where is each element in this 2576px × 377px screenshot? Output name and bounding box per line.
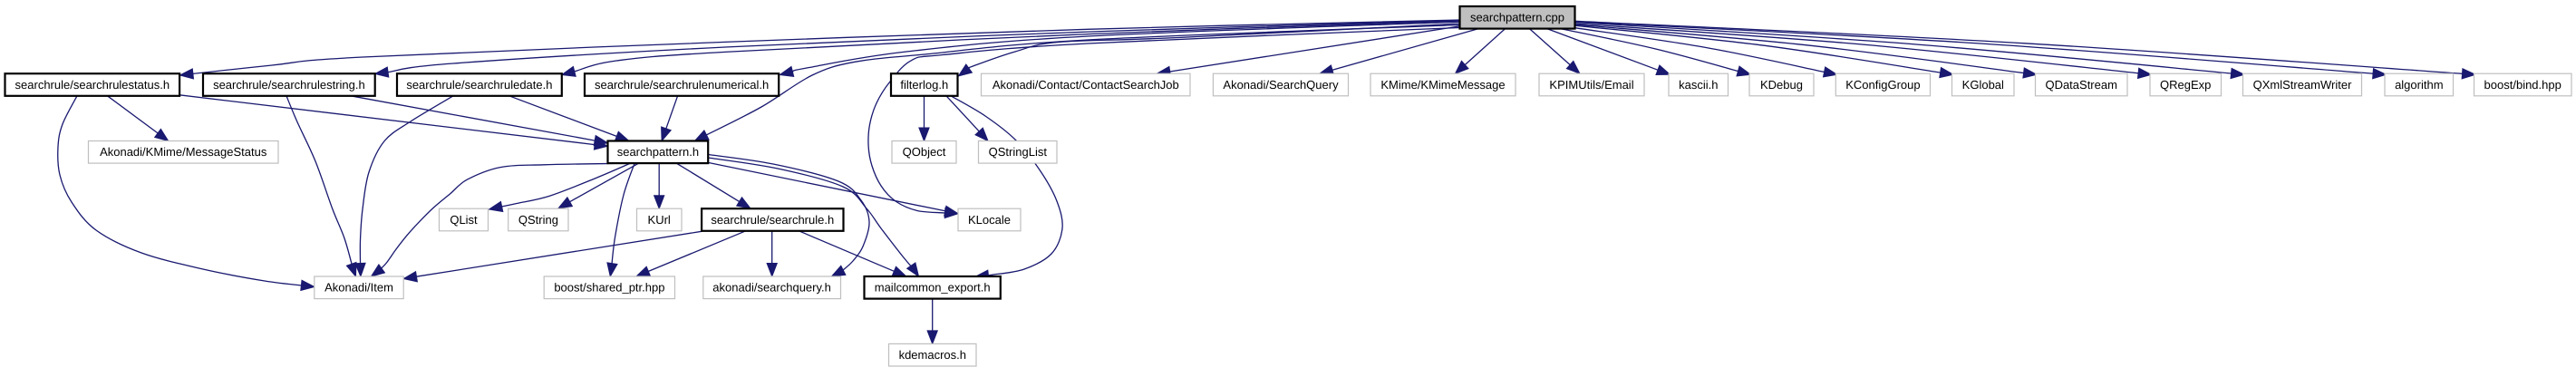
svg-text:QStringList: QStringList [989,145,1048,159]
svg-text:boost/bind.hpp: boost/bind.hpp [2484,78,2561,92]
svg-text:Akonadi/Item: Akonadi/Item [324,281,393,295]
svg-text:QList: QList [450,213,478,227]
svg-text:searchrule/searchruledate.h: searchrule/searchruledate.h [406,78,552,92]
svg-text:KConfigGroup: KConfigGroup [1845,78,1920,92]
svg-text:searchrule/searchrulestatus.h: searchrule/searchrulestatus.h [15,78,170,92]
svg-text:mailcommon_export.h: mailcommon_export.h [875,281,991,295]
svg-text:KUrl: KUrl [648,213,671,227]
svg-text:KMime/KMimeMessage: KMime/KMimeMessage [1380,78,1505,92]
svg-text:Akonadi/Contact/ContactSearchJ: Akonadi/Contact/ContactSearchJob [993,78,1179,92]
svg-text:KLocale: KLocale [968,213,1011,227]
svg-text:searchrule/searchrule.h: searchrule/searchrule.h [711,213,834,227]
svg-text:akonadi/searchquery.h: akonadi/searchquery.h [712,281,831,295]
svg-text:searchpattern.h: searchpattern.h [617,145,699,159]
svg-text:KDebug: KDebug [1760,78,1803,92]
svg-text:kascii.h: kascii.h [1679,78,1718,92]
svg-text:searchrule/searchrulenumerical: searchrule/searchrulenumerical.h [595,78,769,92]
svg-text:Akonadi/SearchQuery: Akonadi/SearchQuery [1223,78,1339,92]
svg-text:searchrule/searchrulestring.h: searchrule/searchrulestring.h [213,78,365,92]
svg-text:kdemacros.h: kdemacros.h [899,348,966,362]
svg-text:QXmlStreamWriter: QXmlStreamWriter [2253,78,2352,92]
svg-text:boost/shared_ptr.hpp: boost/shared_ptr.hpp [554,281,664,295]
svg-text:searchpattern.cpp: searchpattern.cpp [1470,11,1564,24]
svg-text:QDataStream: QDataStream [2045,78,2116,92]
svg-text:KGlobal: KGlobal [1962,78,2004,92]
svg-text:KPIMUtils/Email: KPIMUtils/Email [1549,78,1633,92]
svg-text:algorithm: algorithm [2395,78,2443,92]
svg-text:Akonadi/KMime/MessageStatus: Akonadi/KMime/MessageStatus [100,145,267,159]
svg-text:QObject: QObject [903,145,946,159]
svg-text:filterlog.h: filterlog.h [900,78,948,92]
svg-text:QString: QString [518,213,558,227]
svg-text:QRegExp: QRegExp [2160,78,2211,92]
